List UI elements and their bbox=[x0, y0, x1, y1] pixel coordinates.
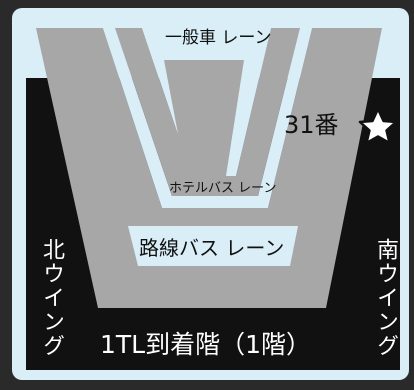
floor-label: 1TL到着階（1階） bbox=[100, 330, 312, 359]
hotel-bus-lane-road bbox=[115, 28, 300, 196]
north-wing-label: 北ウイング bbox=[39, 238, 64, 358]
stop-number-label: 31番 bbox=[284, 111, 339, 139]
south-wing-label: 南ウイング bbox=[373, 238, 398, 358]
route-bus-lane-label: 路線バス レーン bbox=[139, 236, 285, 260]
star-icon bbox=[358, 107, 398, 145]
route-bus-lane-band bbox=[128, 226, 298, 266]
lane-separator bbox=[103, 28, 312, 208]
general-lane-road bbox=[164, 60, 244, 176]
general-lane-label: 一般車 レーン bbox=[165, 28, 272, 48]
hotel-bus-lane-label: ホテルバス レーン bbox=[169, 181, 277, 196]
